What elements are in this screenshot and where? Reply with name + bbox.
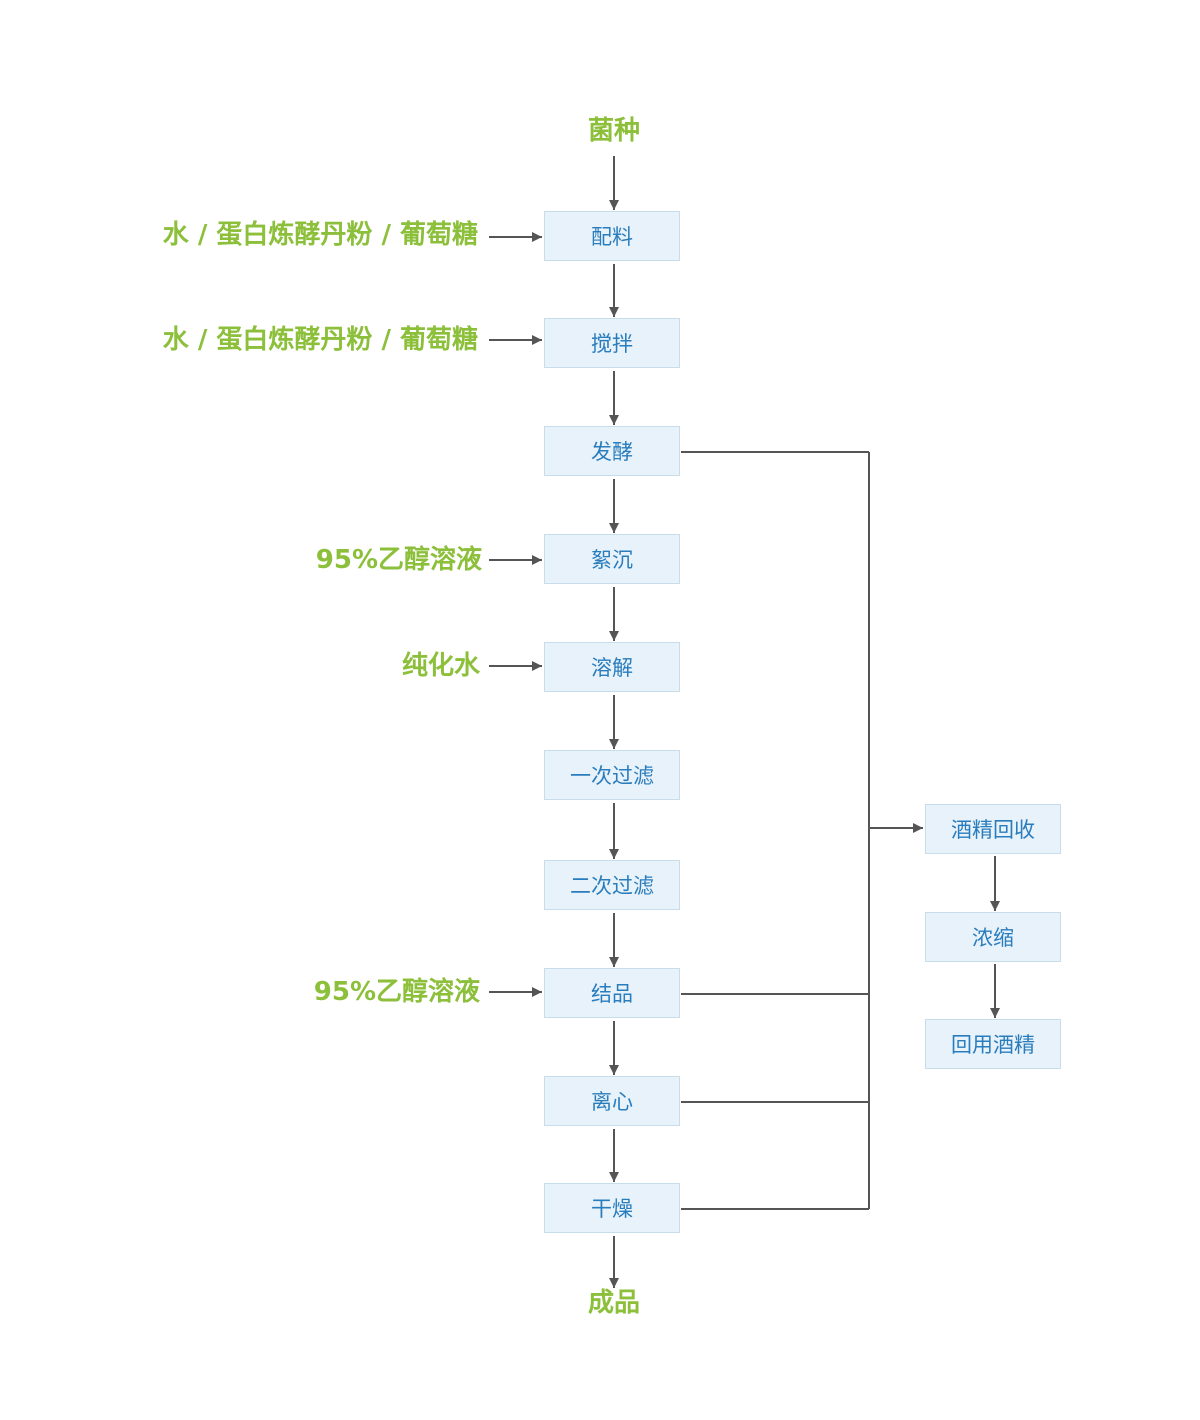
step-box-jiaoban: 搅拌 [544,318,680,368]
step-box-lixin: 离心 [544,1076,680,1126]
input-label-jiaoban: 水 / 蛋白炼酵丹粉 / 葡萄糖 [162,325,478,355]
step-box-peiliao: 配料 [544,211,680,261]
input-label-xuchen: 95%乙醇溶液 [315,545,482,575]
step-box-concentrate: 浓缩 [925,912,1061,962]
step-box-fajiao: 发酵 [544,426,680,476]
end-label: 成品 [587,1288,641,1318]
step-box-reuse-alcohol: 回用酒精 [925,1019,1061,1069]
step-box-xuchen: 絮沉 [544,534,680,584]
step-box-rongjie: 溶解 [544,642,680,692]
step-box-ganzao: 干燥 [544,1183,680,1233]
input-label-peiliao: 水 / 蛋白炼酵丹粉 / 葡萄糖 [162,220,478,250]
step-box-second-filter: 二次过滤 [544,860,680,910]
step-box-jiepin: 结品 [544,968,680,1018]
input-label-rongjie: 纯化水 [401,651,480,681]
input-label-jiepin: 95%乙醇溶液 [313,977,480,1007]
start-label: 菌种 [587,116,641,146]
step-box-alcohol-recovery: 酒精回收 [925,804,1061,854]
step-box-first-filter: 一次过滤 [544,750,680,800]
